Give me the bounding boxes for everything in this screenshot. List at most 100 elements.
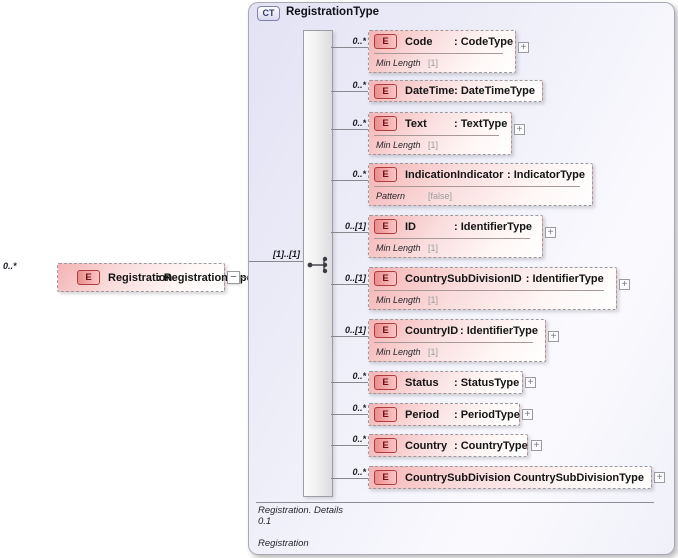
facet-divider bbox=[374, 342, 533, 343]
connector-line bbox=[331, 445, 368, 446]
element-type: : CodeType bbox=[454, 35, 514, 48]
connector-line bbox=[240, 277, 249, 278]
expand-icon[interactable]: + bbox=[514, 124, 525, 135]
facet-divider bbox=[374, 290, 604, 291]
facet-row: Min Length [1] bbox=[376, 347, 438, 357]
element-type: : DateTimeType bbox=[454, 85, 535, 97]
facet-name: Min Length bbox=[376, 295, 421, 305]
element-title: E ID : IdentifierType bbox=[369, 216, 542, 237]
element-type: : IdentifierType bbox=[459, 324, 538, 337]
element-node-countrysubdivisionid[interactable]: E CountrySubDivisionID : IdentifierType … bbox=[368, 267, 617, 310]
cardinality-label: 0..* bbox=[352, 467, 366, 477]
element-type: : IdentifierType bbox=[525, 272, 604, 285]
facet-name: Min Length bbox=[376, 243, 421, 253]
facet-row: Min Length [1] bbox=[376, 243, 438, 253]
element-title: E Country : CountryType bbox=[369, 435, 528, 456]
expand-icon[interactable]: + bbox=[522, 409, 533, 420]
facet-value: [1] bbox=[428, 243, 439, 253]
element-type: : StatusType bbox=[454, 376, 520, 389]
complex-type-icon: CT bbox=[257, 6, 280, 21]
cardinality-label: 0..* bbox=[352, 434, 366, 444]
element-node-period[interactable]: E Period : PeriodType bbox=[368, 403, 520, 426]
element-node-indicationindicator[interactable]: E IndicationIndicator : IndicatorType Pa… bbox=[368, 163, 593, 206]
element-name: Period bbox=[405, 408, 440, 421]
element-type: : IndicatorType bbox=[506, 168, 585, 181]
footer-element-name: Registration bbox=[258, 538, 309, 549]
element-title: E CountryID : IdentifierType bbox=[369, 320, 545, 341]
connector-line bbox=[331, 129, 368, 130]
facet-value: [1] bbox=[428, 58, 439, 68]
element-node-text[interactable]: E Text : TextType Min Length [1] bbox=[368, 112, 512, 155]
element-title: E Registration : RegistrationType bbox=[58, 264, 253, 291]
footer-documentation: Registration. Details bbox=[258, 505, 344, 516]
facet-divider bbox=[374, 186, 580, 187]
connector-line bbox=[331, 47, 368, 48]
element-type: : IdentifierType bbox=[454, 220, 533, 233]
expand-icon[interactable]: + bbox=[545, 227, 556, 238]
facet-name: Pattern bbox=[376, 191, 406, 201]
facet-row: Min Length [1] bbox=[376, 140, 438, 150]
connector-line bbox=[331, 180, 368, 181]
element-type: : CountryType bbox=[454, 439, 528, 452]
facet-divider bbox=[374, 238, 530, 239]
cardinality-label: 0..[1] bbox=[344, 221, 366, 231]
connector-line bbox=[331, 382, 368, 383]
element-icon: E bbox=[374, 407, 397, 422]
facet-row: Min Length [1] bbox=[376, 295, 438, 305]
element-icon: E bbox=[374, 116, 397, 131]
element-icon: E bbox=[374, 83, 397, 99]
root-cardinality-label: 0..* bbox=[3, 261, 17, 271]
element-name: Text bbox=[405, 117, 427, 130]
element-node-code[interactable]: E Code : CodeType Min Length [1] bbox=[368, 30, 516, 73]
element-node-country[interactable]: E Country : CountryType bbox=[368, 434, 528, 457]
expand-icon[interactable]: + bbox=[654, 472, 665, 483]
element-node-status[interactable]: E Status : StatusType bbox=[368, 371, 523, 394]
facet-row: Min Length [1] bbox=[376, 58, 438, 68]
element-node-countrysubdivision[interactable]: E CountrySubDivision : CountrySubDivisio… bbox=[368, 466, 652, 489]
footer-version: 0.1 bbox=[258, 516, 272, 527]
cardinality-label: 0..* bbox=[352, 80, 366, 90]
connector-line bbox=[331, 91, 368, 92]
expand-icon[interactable]: + bbox=[518, 42, 529, 53]
connector-line bbox=[331, 414, 368, 415]
cardinality-label: 0..[1] bbox=[344, 325, 366, 335]
element-title: E Status : StatusType bbox=[369, 372, 522, 393]
element-node-id[interactable]: E ID : IdentifierType Min Length [1] bbox=[368, 215, 543, 258]
element-title: E DateTime : DateTimeType bbox=[369, 81, 542, 101]
element-type: : CountrySubDivisionType bbox=[506, 471, 644, 484]
element-title: E Code : CodeType bbox=[369, 31, 515, 52]
footer-divider bbox=[256, 502, 654, 503]
element-icon: E bbox=[374, 167, 397, 182]
facet-divider bbox=[374, 53, 503, 54]
cardinality-label: 0..[1] bbox=[344, 273, 366, 283]
element-name: Country bbox=[405, 439, 448, 452]
expand-icon[interactable]: + bbox=[619, 279, 630, 290]
group-cardinality-label: [1]..[1] bbox=[273, 249, 300, 259]
expand-icon[interactable]: + bbox=[548, 331, 559, 342]
cardinality-label: 0..* bbox=[352, 118, 366, 128]
facet-row: Pattern [false] bbox=[376, 191, 452, 201]
element-icon: E bbox=[374, 219, 397, 234]
element-node-countryid[interactable]: E CountryID : IdentifierType Min Length … bbox=[368, 319, 546, 362]
connector-line bbox=[331, 478, 368, 479]
element-title: E CountrySubDivisionID : IdentifierType bbox=[369, 268, 616, 289]
sequence-icon[interactable] bbox=[306, 255, 332, 275]
element-name: Status bbox=[405, 376, 439, 389]
element-node-datetime[interactable]: E DateTime : DateTimeType bbox=[368, 80, 543, 102]
complex-type-title: RegistrationType bbox=[286, 6, 380, 18]
facet-name: Min Length bbox=[376, 140, 421, 150]
cardinality-label: 0..* bbox=[352, 403, 366, 413]
element-node-registration[interactable]: E Registration : RegistrationType bbox=[57, 263, 253, 292]
expand-icon[interactable]: + bbox=[525, 377, 536, 388]
element-name: ID bbox=[405, 220, 416, 233]
cardinality-label: 0..* bbox=[352, 36, 366, 46]
element-icon: E bbox=[374, 470, 397, 485]
element-icon: E bbox=[77, 270, 100, 285]
element-name: Registration bbox=[108, 271, 173, 284]
collapse-icon[interactable]: − bbox=[227, 271, 240, 284]
element-title: E IndicationIndicator : IndicatorType bbox=[369, 164, 592, 185]
sequence-group-bar bbox=[303, 30, 333, 497]
facet-name: Min Length bbox=[376, 347, 421, 357]
expand-icon[interactable]: + bbox=[531, 440, 542, 451]
element-name: CountrySubDivision bbox=[405, 471, 511, 484]
